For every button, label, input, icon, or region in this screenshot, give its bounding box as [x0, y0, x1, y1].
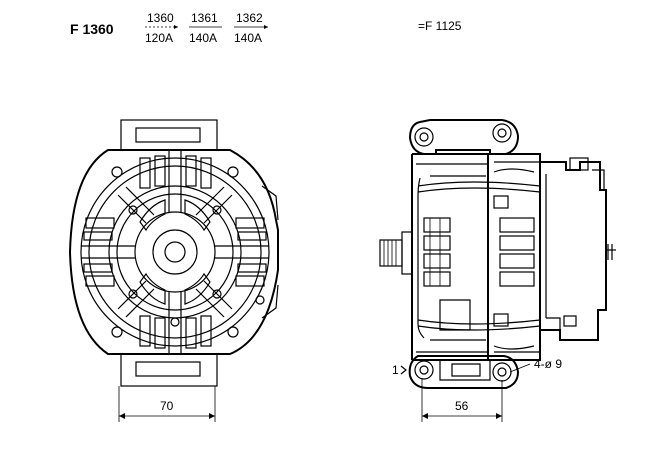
variant-code: 1362 [236, 11, 263, 25]
side-view: 1 4-ø 9 56 [379, 119, 616, 422]
variant-code: 1360 [147, 11, 174, 25]
front-dimension: 70 [160, 399, 174, 413]
holes-note: 4-ø 9 [534, 357, 562, 371]
equivalent-label: =F 1125 [418, 19, 462, 33]
variant-current: 140A [234, 31, 262, 45]
model-label: F 1360 [70, 21, 114, 37]
front-view: 70 [68, 119, 279, 422]
variant-current: 120A [145, 31, 173, 45]
mount-marker: 1 [392, 363, 399, 377]
side-dimension: 56 [455, 399, 469, 413]
variant-current: 140A [189, 31, 217, 45]
variant-1360: 1360 120A [145, 11, 178, 45]
variant-1362: 1362 140A [234, 11, 268, 45]
variant-1361: 1361 140A [189, 11, 222, 45]
variant-code: 1361 [191, 11, 218, 25]
